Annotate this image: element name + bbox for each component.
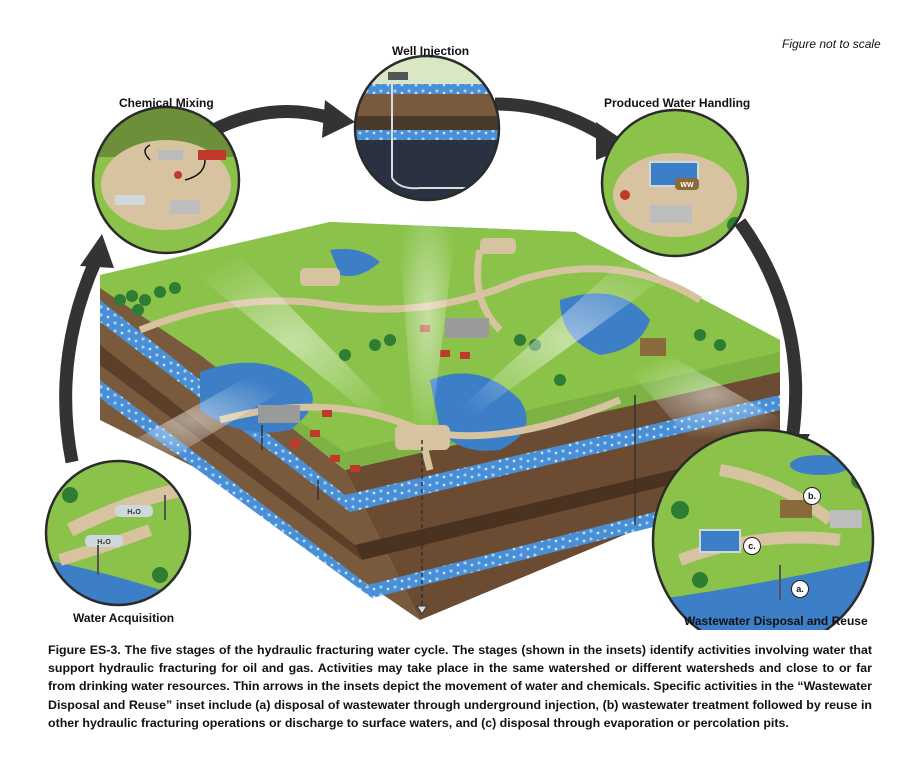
scale-note: Figure not to scale bbox=[782, 37, 881, 51]
badge-c: c. bbox=[743, 537, 761, 555]
label-wastewater: Wastewater Disposal and Reuse bbox=[684, 614, 868, 628]
arrow-produced-to-wastewater bbox=[734, 218, 803, 441]
badge-b: b. bbox=[803, 487, 821, 505]
label-chemical-mixing: Chemical Mixing bbox=[119, 96, 214, 110]
label-well-injection: Well Injection bbox=[392, 44, 470, 58]
inset-wastewater bbox=[651, 428, 875, 652]
inset-beams bbox=[80, 195, 800, 470]
inset-chemical-mixing bbox=[91, 105, 241, 255]
h2o-label-2: H₂O bbox=[97, 539, 111, 546]
label-water-acquisition: Water Acquisition bbox=[73, 611, 175, 625]
ww-label: WW bbox=[680, 182, 694, 189]
trees bbox=[114, 282, 726, 386]
diagram-canvas: WW H₂O H₂O bbox=[44, 54, 875, 652]
inset-produced-water: WW bbox=[600, 108, 750, 258]
figure-caption: Figure ES-3. The five stages of the hydr… bbox=[48, 643, 872, 730]
inset-water-acquisition: H₂O H₂O bbox=[44, 459, 192, 607]
badge-a: a. bbox=[791, 580, 809, 598]
label-produced-water: Produced Water Handling bbox=[604, 96, 751, 110]
inset-well-injection bbox=[353, 54, 501, 202]
arrow-mixing-to-injection bbox=[206, 105, 332, 138]
ww-tanker bbox=[675, 178, 699, 190]
diagram: WW H₂O H₂O bbox=[44, 37, 881, 652]
arrow-acquisition-to-mixing bbox=[59, 259, 101, 464]
arrow-injection-to-produced bbox=[494, 97, 612, 144]
h2o-label-1: H₂O bbox=[127, 509, 141, 516]
